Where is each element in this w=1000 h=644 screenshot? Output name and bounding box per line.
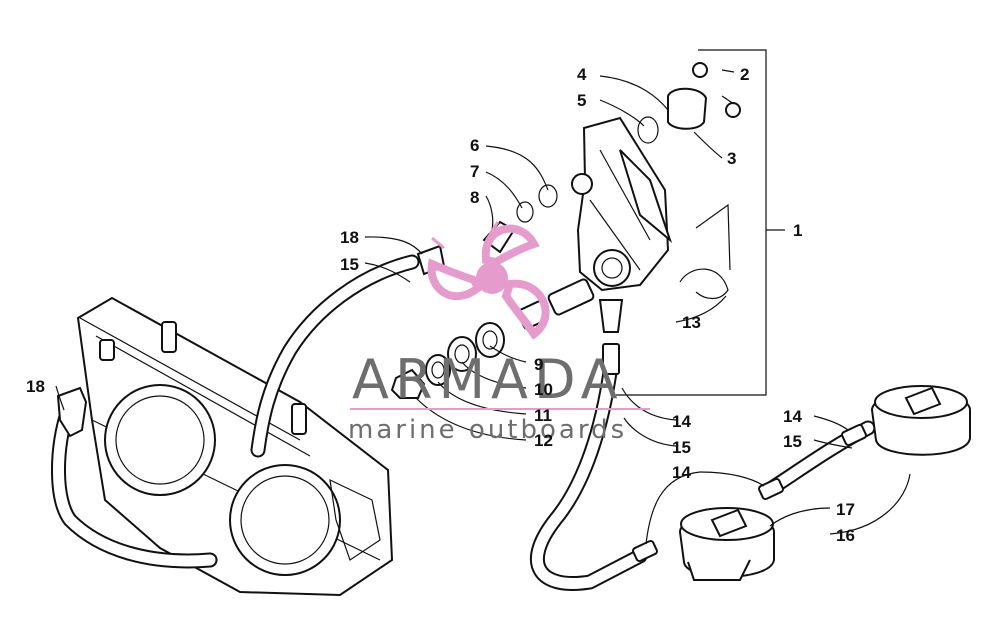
callout-17: 17 <box>836 500 855 519</box>
washers <box>390 322 505 399</box>
callout-13: 13 <box>682 313 701 332</box>
callout-9: 9 <box>534 355 543 374</box>
callout-8: 8 <box>470 188 479 207</box>
callout-6: 6 <box>470 136 479 155</box>
callout-4: 4 <box>577 65 587 84</box>
callout-15a: 15 <box>672 438 691 457</box>
fuel-filters <box>678 385 971 581</box>
callout-18a: 18 <box>340 228 359 247</box>
leader-lines <box>55 49 911 545</box>
callout-labels: 1 2 3 4 5 6 7 8 9 10 11 12 13 14 15 14 1… <box>26 65 855 545</box>
callout-14a: 14 <box>672 412 691 431</box>
callout-2: 2 <box>740 65 749 84</box>
callout-10: 10 <box>534 380 553 399</box>
watermark-subtitle: marine outboards <box>348 415 627 445</box>
callout-15c: 15 <box>340 255 359 274</box>
callout-3: 3 <box>727 149 736 168</box>
callout-14b: 14 <box>783 407 802 426</box>
armada-logo <box>427 221 550 340</box>
callout-16: 16 <box>836 526 855 545</box>
callout-12: 12 <box>534 431 553 450</box>
throttle-body-assembly <box>76 296 394 597</box>
hose-fittings <box>56 343 867 563</box>
watermark-rule <box>350 408 650 410</box>
callout-1: 1 <box>793 221 802 240</box>
callout-14c: 14 <box>672 463 691 482</box>
watermark: ARMADA marine outboards <box>348 221 650 445</box>
callout-11: 11 <box>534 406 552 425</box>
callout-7: 7 <box>470 162 479 181</box>
watermark-title: ARMADA <box>352 348 624 411</box>
callout-15b: 15 <box>783 432 802 451</box>
callout-18b: 18 <box>26 377 45 396</box>
callout-5: 5 <box>577 91 586 110</box>
